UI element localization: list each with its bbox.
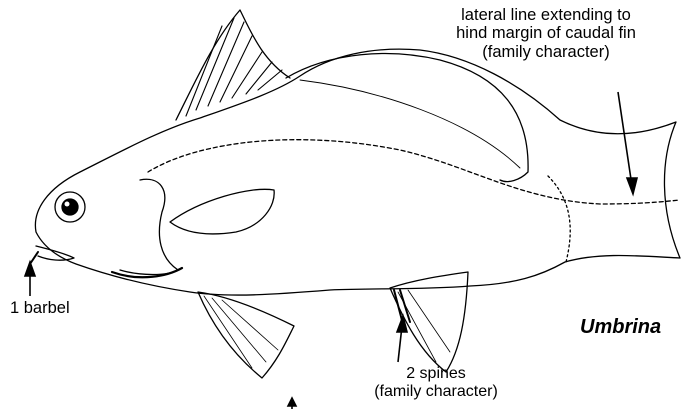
pectoral-fin (170, 189, 274, 234)
label-lateral-line-1: lateral line extending to (418, 6, 674, 24)
label-genus: Umbrina (580, 316, 661, 338)
barbel (30, 252, 38, 264)
caudal-fin-base (548, 176, 570, 262)
lateral-line (148, 140, 680, 204)
label-spines-1: 2 spines (357, 365, 515, 383)
label-lateral-line-3: (family character) (418, 43, 674, 61)
arrow-lateral-line (618, 92, 632, 186)
label-spines: 2 spines (family character) (357, 365, 515, 401)
label-spines-2: (family character) (357, 383, 515, 401)
pelvic-fin (198, 292, 294, 378)
fish-body-outline (35, 49, 680, 295)
label-barbel: 1 barbel (10, 299, 70, 317)
label-lateral-line-2: hind margin of caudal fin (418, 24, 674, 42)
gill-cover (120, 179, 178, 274)
label-lateral-line: lateral line extending to hind margin of… (418, 6, 674, 61)
dorsal-fin-spiny (176, 10, 290, 120)
